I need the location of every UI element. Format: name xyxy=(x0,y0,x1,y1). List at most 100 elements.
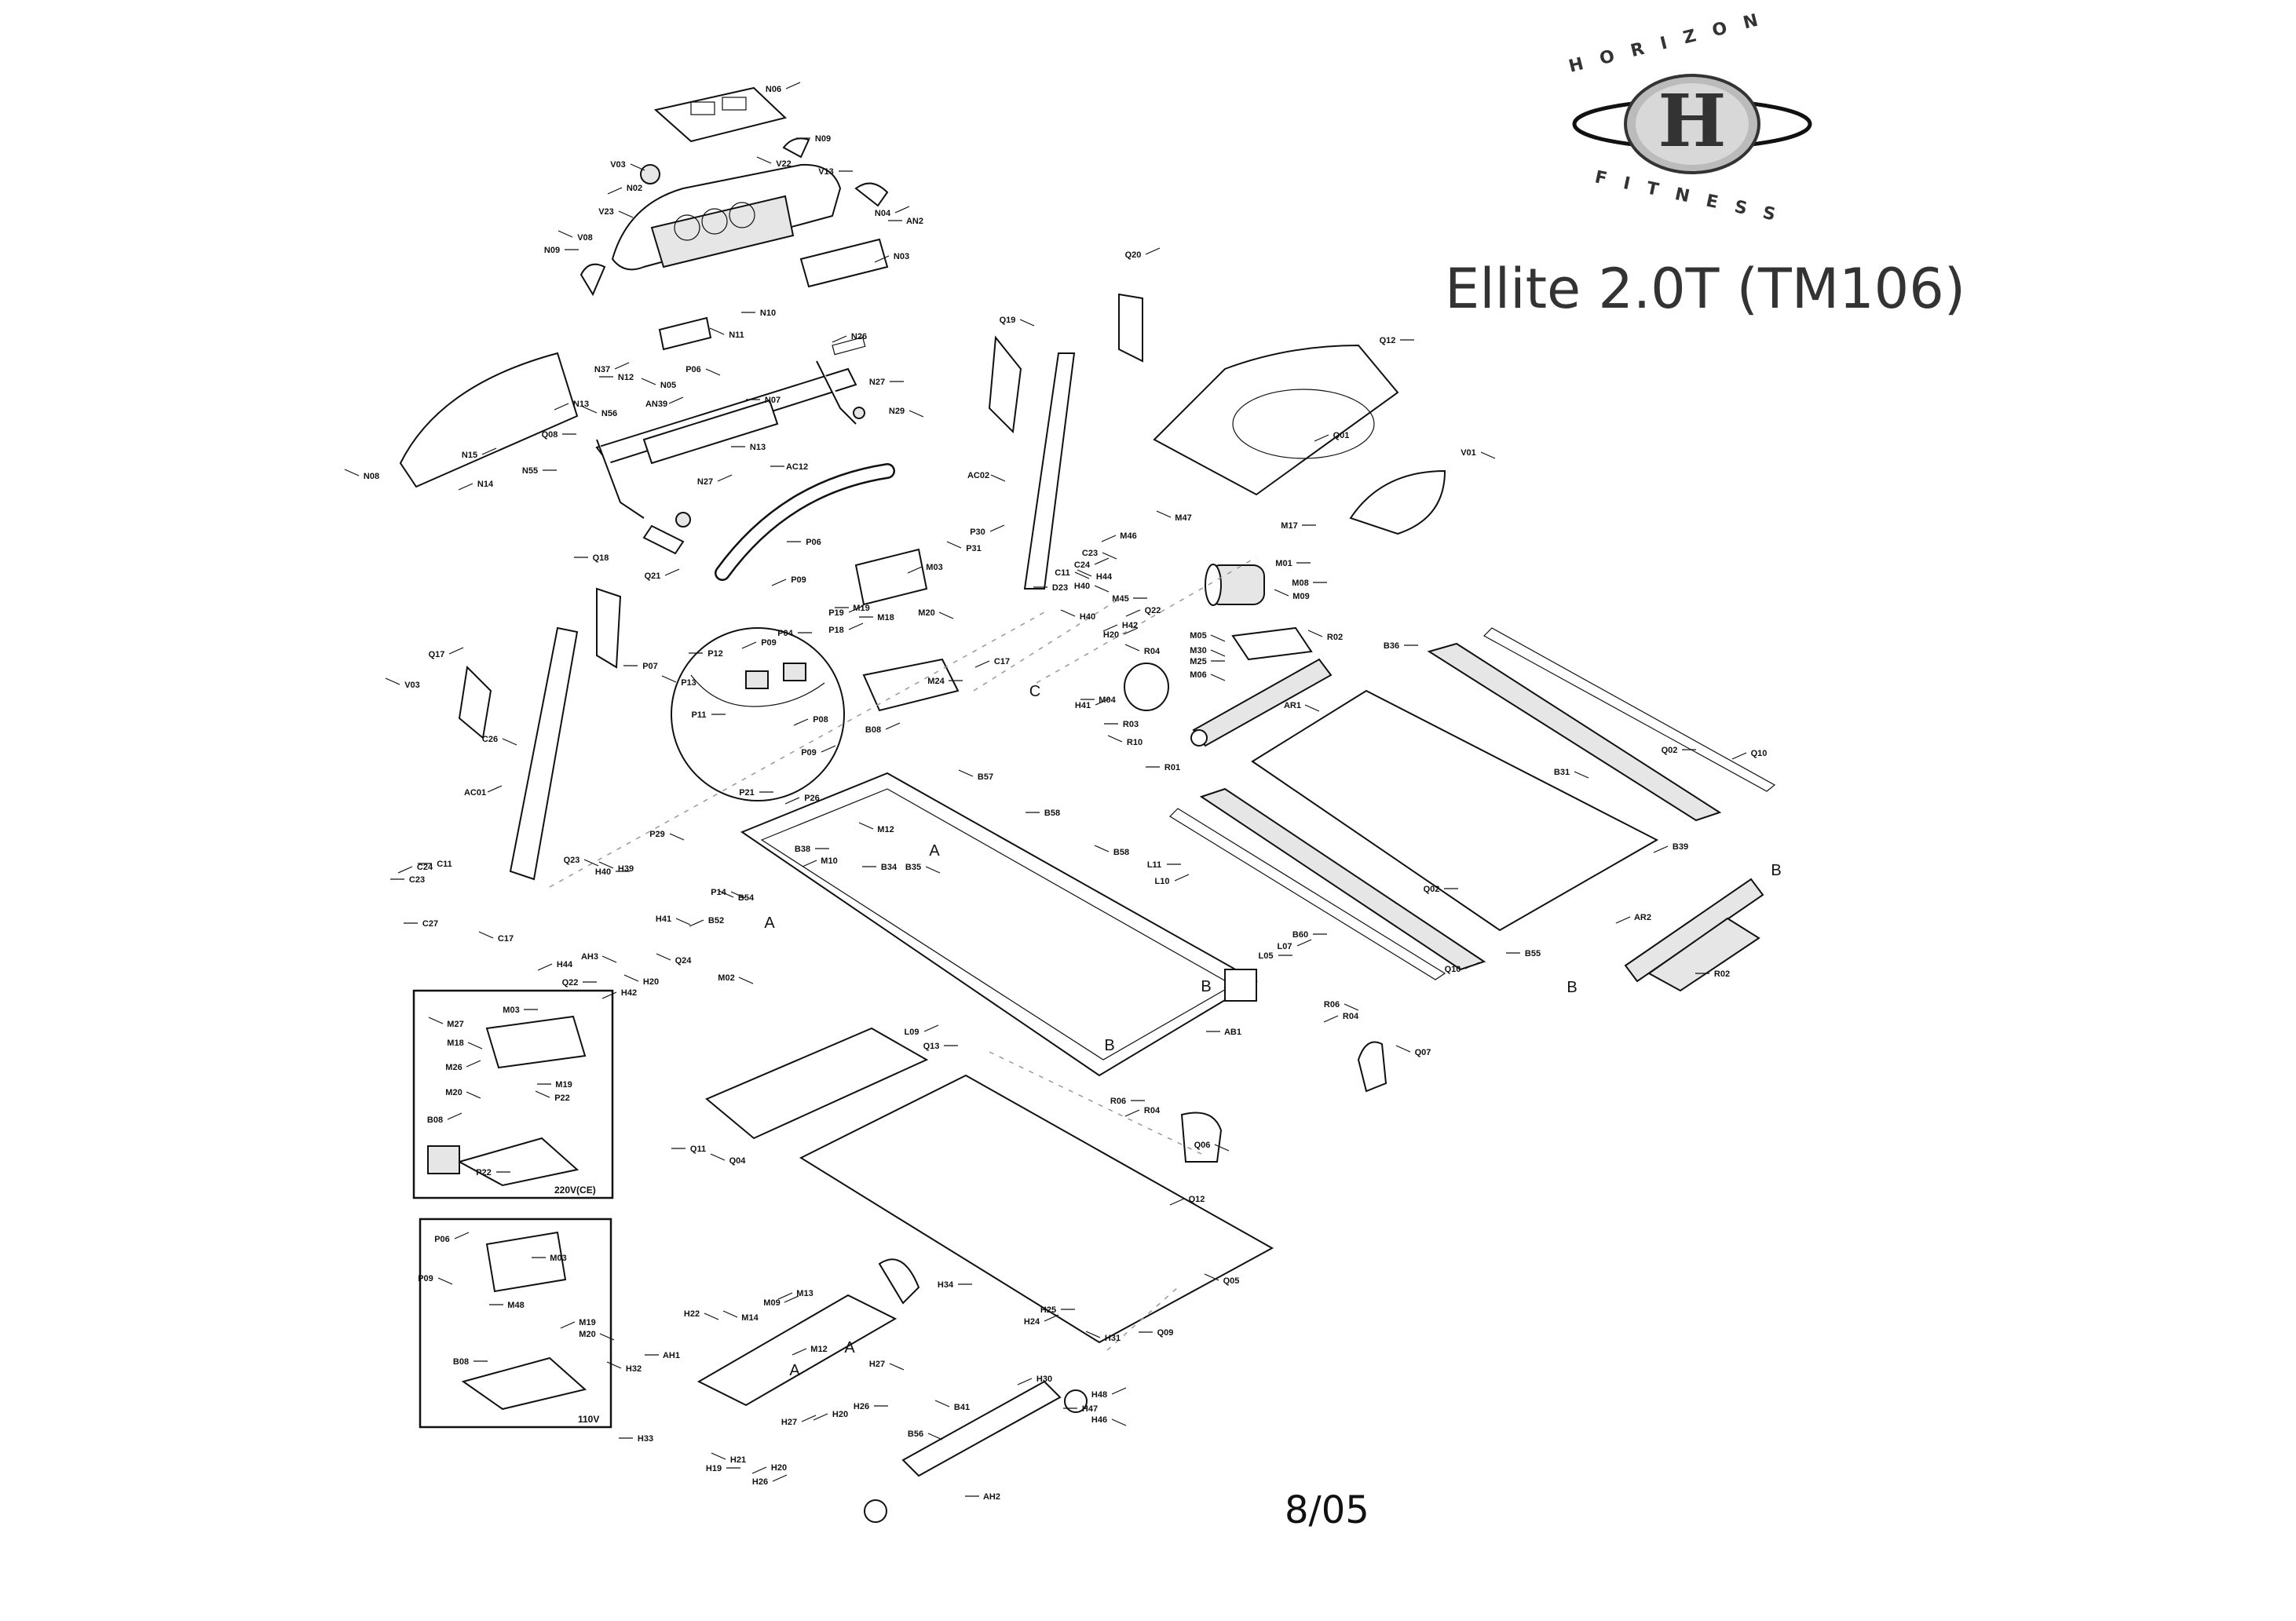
callout-h27: H27 xyxy=(869,1360,885,1369)
callout-ac12: AC12 xyxy=(786,462,808,472)
callout-h46: H46 xyxy=(1091,1415,1107,1425)
upright-right xyxy=(988,293,1143,590)
motor-hood-left xyxy=(399,352,579,488)
callout-q12: Q12 xyxy=(1380,336,1396,345)
callout-n27: N27 xyxy=(869,378,885,387)
leader-line xyxy=(466,1060,481,1068)
leader-line xyxy=(1395,1045,1411,1053)
callout-m12: M12 xyxy=(810,1345,827,1354)
leader-line xyxy=(1214,1144,1230,1152)
leader-line xyxy=(934,1400,950,1407)
leader-line xyxy=(554,403,569,411)
leader-line xyxy=(1731,752,1747,760)
leader-line xyxy=(641,378,656,385)
leader-line xyxy=(1095,698,1110,706)
callout-m01: M01 xyxy=(1275,559,1292,568)
callout-q01: Q01 xyxy=(1333,431,1350,440)
front-roller-ar2 xyxy=(1624,878,1764,992)
leader-line xyxy=(535,1090,550,1098)
leader-line xyxy=(661,675,677,683)
callout-m48: M48 xyxy=(507,1301,524,1310)
callout-h32: H32 xyxy=(626,1364,642,1374)
date-code: 8/05 xyxy=(1285,1488,1369,1532)
callout-p22: P22 xyxy=(476,1168,492,1177)
leader-line xyxy=(1323,1015,1339,1023)
callout-ac01: AC01 xyxy=(464,788,486,798)
callout-n06: N06 xyxy=(766,85,781,94)
callout-v03: V03 xyxy=(404,681,420,690)
leader-line xyxy=(1017,1378,1033,1386)
leader-line xyxy=(1304,704,1320,712)
callout-h40: H40 xyxy=(1080,612,1095,622)
callout-n37: N37 xyxy=(594,365,610,374)
callout-q09: Q09 xyxy=(1157,1328,1174,1338)
callout-an2: AN2 xyxy=(906,217,923,226)
callout-q22: Q22 xyxy=(562,978,579,988)
callout-p09: P09 xyxy=(761,638,777,648)
leader-line xyxy=(989,524,1005,532)
leader-line xyxy=(1102,552,1117,560)
callout-p31: P31 xyxy=(966,544,982,553)
callout-b: B xyxy=(1567,979,1577,996)
leader-line xyxy=(466,1091,481,1099)
leader-line xyxy=(502,738,517,746)
callout-n14: N14 xyxy=(477,480,494,489)
callout-p04: P04 xyxy=(777,629,793,638)
leader-line xyxy=(1107,735,1123,743)
callout-l07: L07 xyxy=(1278,942,1292,951)
callout-c: C xyxy=(1029,683,1040,700)
callout-n26: N26 xyxy=(851,332,867,341)
leader-line xyxy=(478,931,494,939)
leader-line xyxy=(630,163,645,171)
callout-b08: B08 xyxy=(865,725,881,735)
leader-line xyxy=(1169,1198,1185,1206)
callout-m18: M18 xyxy=(447,1039,463,1048)
callout-q17: Q17 xyxy=(429,650,445,659)
leader-line xyxy=(784,1295,799,1303)
callout-m09: M09 xyxy=(763,1298,780,1308)
leader-line xyxy=(618,210,634,218)
callout-h42: H42 xyxy=(621,988,637,998)
callout-n13: N13 xyxy=(750,443,766,452)
leader-line xyxy=(711,1452,726,1460)
callout-m02: M02 xyxy=(718,973,734,983)
leader-line xyxy=(675,918,691,926)
leader-line xyxy=(1101,535,1117,542)
callout-b36: B36 xyxy=(1384,641,1399,651)
leader-line xyxy=(756,156,772,164)
callout-h20: H20 xyxy=(1103,630,1119,640)
leader-line xyxy=(704,1312,719,1320)
callout-b56: B56 xyxy=(908,1429,923,1439)
callout-b38: B38 xyxy=(795,845,810,854)
leader-line xyxy=(454,1232,470,1239)
callout-b55: B55 xyxy=(1525,949,1541,958)
callout-h48: H48 xyxy=(1091,1390,1107,1400)
model-title: Ellite 2.0T (TM106) xyxy=(1445,257,1965,321)
callout-m10: M10 xyxy=(821,856,837,866)
callout-q22: Q22 xyxy=(1145,606,1161,615)
leader-line xyxy=(560,1321,576,1329)
callout-q02: Q02 xyxy=(1662,746,1678,755)
callout-q04: Q04 xyxy=(729,1156,747,1166)
callout-b: B xyxy=(1201,978,1211,995)
leader-line xyxy=(848,622,864,630)
leader-line xyxy=(1094,845,1110,852)
leader-line xyxy=(599,1333,615,1341)
leader-line xyxy=(792,1348,807,1356)
leader-line xyxy=(772,1474,788,1482)
leader-line xyxy=(717,474,733,482)
leader-line xyxy=(894,206,910,214)
callout-p11: P11 xyxy=(692,710,707,720)
callout-r02: R02 xyxy=(1327,633,1343,642)
leader-line xyxy=(607,187,623,195)
callout-ac02: AC02 xyxy=(967,471,989,480)
callout-a: A xyxy=(789,1362,800,1379)
callout-p09: P09 xyxy=(418,1274,433,1283)
incline-frame-ah1 xyxy=(696,1258,920,1407)
deck-b31 xyxy=(1251,689,1659,932)
leader-line xyxy=(741,641,757,649)
leader-line xyxy=(907,566,923,574)
callout-q05: Q05 xyxy=(1223,1276,1240,1286)
callout-c23: C23 xyxy=(409,875,425,885)
